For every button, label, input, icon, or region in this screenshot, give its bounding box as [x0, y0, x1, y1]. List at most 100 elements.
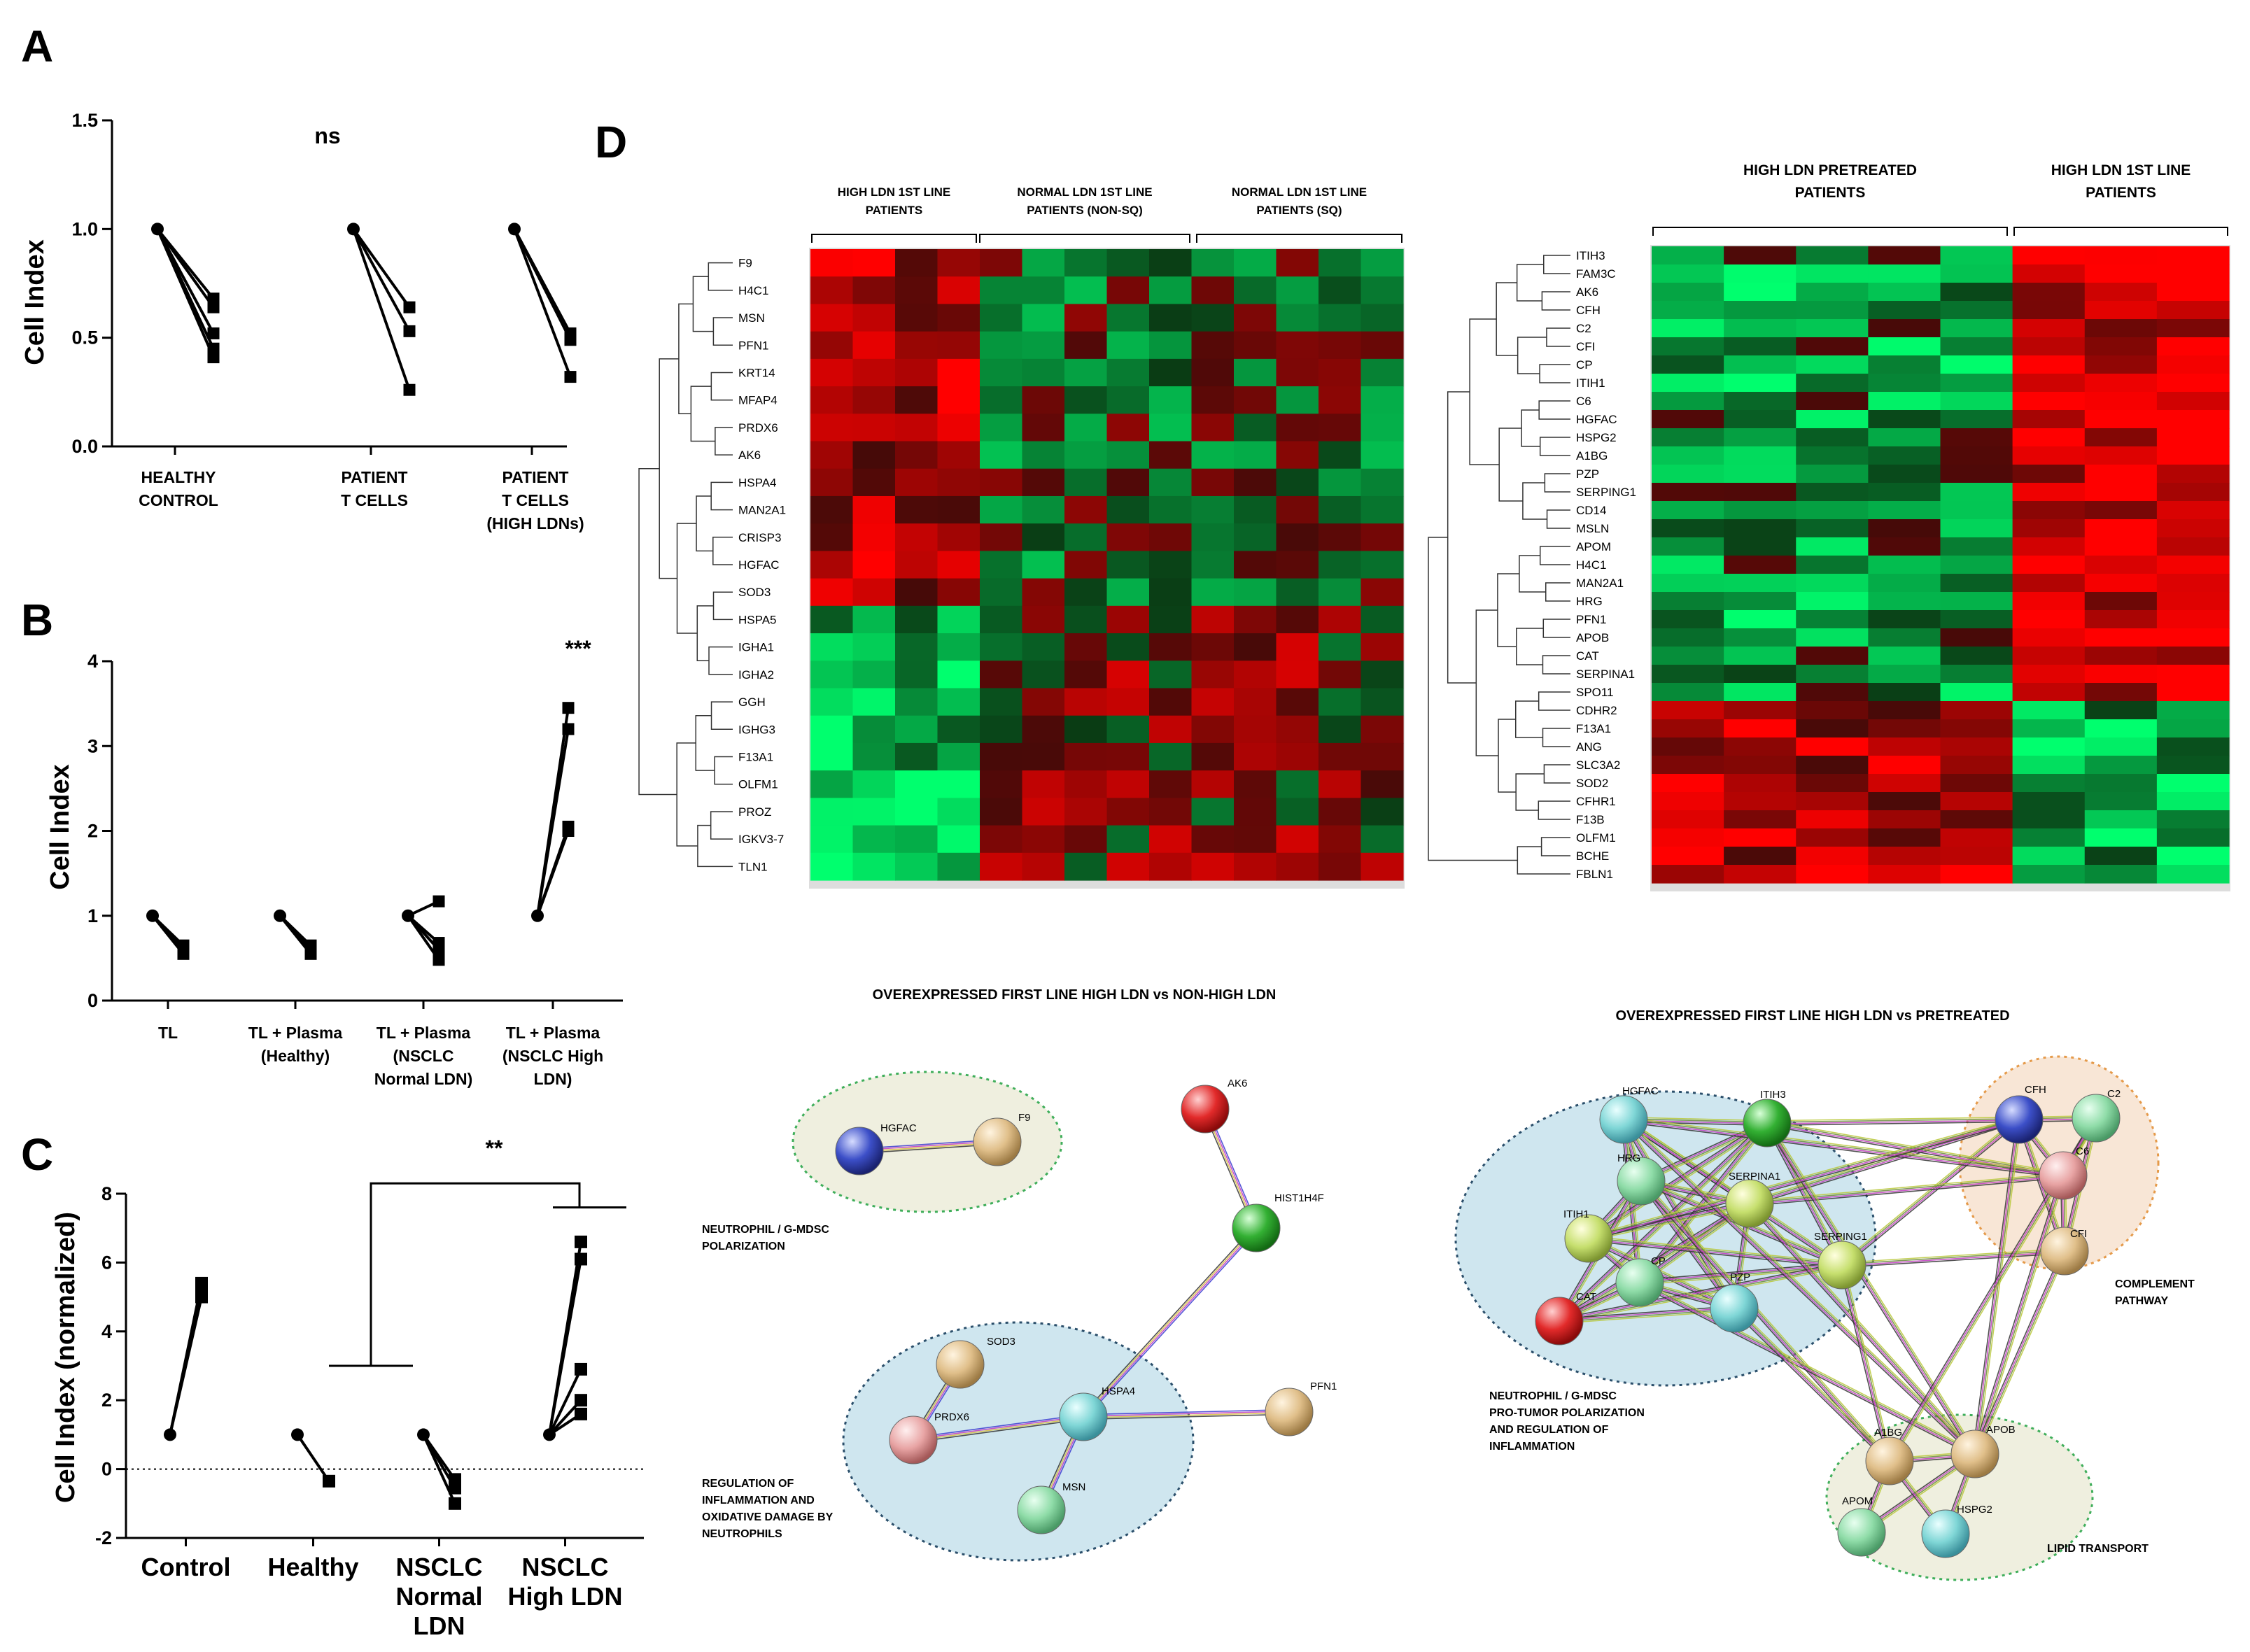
heatmap-cell: [1106, 825, 1150, 854]
heatmap-cell: [895, 495, 938, 524]
dendrogram-branch: [1516, 264, 1544, 302]
end-point: [433, 943, 445, 956]
heatmap-cell: [1796, 355, 1869, 374]
heatmap-cell: [1652, 264, 1724, 283]
heatmap-cell: [2156, 683, 2230, 702]
heatmap-cell: [1276, 633, 1319, 661]
heatmap-cell: [1064, 249, 1108, 277]
y-tick-label: 2: [101, 1390, 112, 1411]
heatmap-cell: [937, 605, 980, 634]
heatmap-cell: [895, 770, 938, 798]
heatmap-cell: [2084, 719, 2158, 738]
heatmap-cell: [1724, 428, 1797, 447]
heatmap-cell: [2084, 665, 2158, 684]
interaction-edge: [1976, 1176, 2066, 1455]
heatmap-cell: [1868, 519, 1941, 538]
heatmap-cell: [1940, 683, 2013, 702]
protein-node: [1535, 1297, 1584, 1346]
heatmap-cell: [1191, 249, 1235, 277]
interaction-edge: [1976, 1120, 2023, 1455]
group-label: PATIENTS (NON-SQ): [1027, 204, 1143, 217]
heatmap-cell: [1652, 355, 1724, 374]
heatmap-cell: [1652, 810, 1724, 829]
heatmap-cell: [1319, 605, 1362, 634]
heatmap-cell: [1868, 301, 1941, 320]
heatmap-cell: [1940, 355, 2013, 374]
heatmap-cell: [810, 551, 854, 579]
heatmap-cell: [1940, 628, 2013, 647]
heatmap-cell: [1234, 798, 1277, 826]
heatmap-cell: [1064, 523, 1108, 551]
heatmap-cell: [2012, 810, 2086, 829]
y-tick-label: 8: [101, 1183, 112, 1204]
paired-line: [536, 830, 570, 917]
heatmap-cell: [1319, 633, 1362, 661]
row-label: OLFM1: [738, 778, 778, 791]
cluster-label-regulation-1: REGULATION OF: [702, 1478, 794, 1490]
heatmap-cell: [1868, 392, 1941, 411]
heatmap-cell: [1724, 283, 1797, 302]
end-point: [304, 947, 317, 960]
heatmap-cell: [1106, 578, 1150, 607]
dendrogram-branch: [708, 646, 733, 675]
heatmap-cell: [2156, 647, 2230, 665]
heatmap-cell: [980, 495, 1023, 524]
row-label: ITIH1: [1576, 376, 1605, 390]
row-label: CFI: [1576, 340, 1595, 353]
heatmap-cell: [980, 386, 1023, 414]
panel-label-d: D: [595, 117, 627, 167]
heatmap-cell: [1940, 283, 2013, 302]
heatmap-cell: [1724, 537, 1797, 556]
heatmap-cell: [980, 276, 1023, 305]
heatmap-cell: [1652, 683, 1724, 702]
interaction-edge: [1559, 1307, 1734, 1321]
heatmap-cell: [2084, 774, 2158, 793]
row-label: PFN1: [738, 339, 768, 352]
interaction-edge: [1083, 1411, 1289, 1417]
heatmap-cell: [1234, 578, 1277, 607]
heatmap-cell: [852, 304, 896, 332]
heatmap-cell: [1022, 825, 1065, 854]
heatmap-cell: [1022, 249, 1065, 277]
heatmap-cell: [1106, 770, 1150, 798]
heatmap-cell: [2012, 537, 2086, 556]
interaction-edge: [1589, 1124, 1769, 1241]
heatmap-cell: [1234, 304, 1277, 332]
heatmap-cell: [1360, 414, 1404, 442]
heatmap-cell: [810, 358, 854, 387]
heatmap-cell: [1319, 661, 1362, 689]
heatmap-cell: [1064, 661, 1108, 689]
heatmap-cell: [1191, 742, 1235, 771]
dendrogram-branch: [712, 591, 733, 621]
heatmap-cell: [1796, 246, 1869, 265]
paired-line: [548, 1369, 582, 1436]
category-label: (NSCLC High: [502, 1047, 603, 1065]
heatmap-cell: [1360, 798, 1404, 826]
heatmap-cell: [1319, 825, 1362, 854]
heatmap-cell: [2084, 810, 2158, 829]
heatmap-cell: [1191, 605, 1235, 634]
end-point: [575, 1407, 587, 1420]
network-right-title: OVEREXPRESSED FIRST LINE HIGH LDN vs PRE…: [1615, 1008, 2009, 1024]
protein-node: [936, 1340, 985, 1389]
interaction-edge: [1843, 1120, 2021, 1268]
end-point: [562, 702, 575, 714]
heatmap-cell: [1106, 633, 1150, 661]
protein-node: [1710, 1284, 1759, 1333]
dendrogram-branch: [659, 358, 679, 579]
heatmap-cell: [1652, 392, 1724, 411]
heatmap-cell: [810, 605, 854, 634]
start-point: [543, 1428, 556, 1441]
heatmap-cell: [1022, 770, 1065, 798]
category-label: (HIGH LDNs): [486, 514, 584, 532]
row-label: TLN1: [738, 860, 768, 873]
interaction-edge: [1640, 1281, 1976, 1454]
dendrogram-branch: [1497, 573, 1519, 647]
end-point: [564, 371, 577, 383]
dendrogram-branch: [1543, 255, 1570, 274]
row-label: F13A1: [738, 751, 773, 764]
heatmap-cell: [852, 825, 896, 854]
interaction-edge: [1082, 1227, 1256, 1417]
interaction-edge: [1640, 1265, 1843, 1284]
